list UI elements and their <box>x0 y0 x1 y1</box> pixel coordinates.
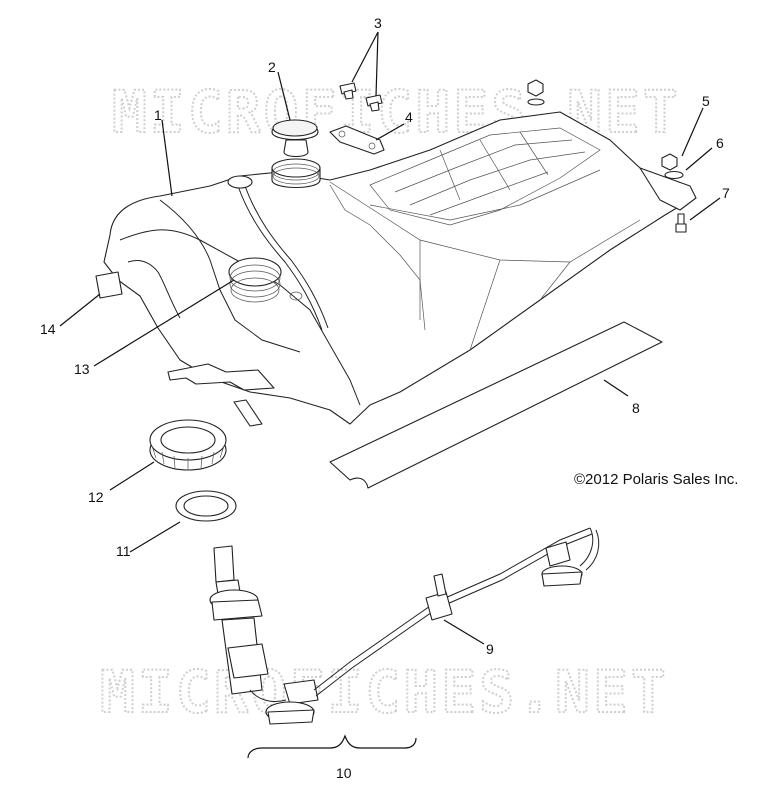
lock-ring <box>149 419 227 471</box>
callout-1: 1 <box>154 107 162 123</box>
callout-11: 11 <box>116 543 131 559</box>
callout-12: 12 <box>88 489 104 505</box>
callout-10: 10 <box>336 765 352 781</box>
copyright-notice: ©2012 Polaris Sales Inc. <box>574 471 738 488</box>
callout-3: 3 <box>374 15 382 31</box>
fuel-cap <box>271 119 321 188</box>
heat-shield <box>329 321 663 489</box>
fuel-pump-assembly <box>209 527 600 725</box>
callout-13: 13 <box>74 361 90 377</box>
fuel-tank <box>103 111 697 427</box>
callout-4: 4 <box>405 109 413 125</box>
callout-9: 9 <box>486 641 494 657</box>
callout-8: 8 <box>632 400 640 416</box>
watermark-bottom: MICROFICHES.NET <box>100 658 669 726</box>
gasket <box>175 490 237 522</box>
bracket <box>329 125 385 155</box>
leader-lines <box>59 31 721 645</box>
pad <box>95 271 123 299</box>
assembly-bracket <box>247 734 417 759</box>
callouts: 1 2 3 4 5 6 7 8 9 10 11 12 13 14 <box>40 15 730 781</box>
callout-5: 5 <box>702 93 710 109</box>
callout-7: 7 <box>722 185 730 201</box>
fastener-pair <box>339 82 383 112</box>
callout-6: 6 <box>716 135 724 151</box>
callout-14: 14 <box>40 321 56 337</box>
callout-2: 2 <box>268 59 276 75</box>
nut-washer-set <box>527 79 687 233</box>
